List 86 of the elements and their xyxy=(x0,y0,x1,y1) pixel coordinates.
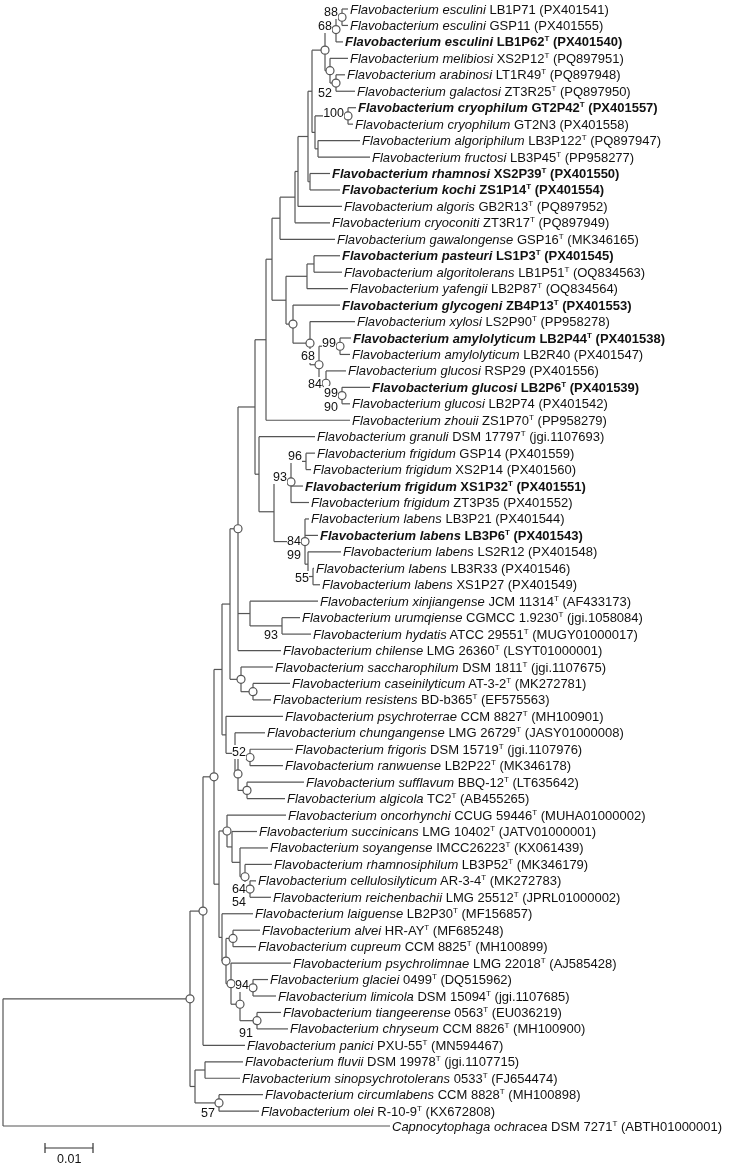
bootstrap-value: 99 xyxy=(324,385,338,400)
taxon-label: Flavobacterium xylosi LS2P90$^{T}$ (PP958278) xyxy=(357,314,610,330)
taxon-label: Flavobacterium algoriphilum LB3P122$^{T}$ (PQ897947) xyxy=(362,133,661,149)
taxon-label: Flavobacterium gawalongense GSP16$^{T}$ (MK346165) xyxy=(337,231,639,247)
taxon-label: Flavobacterium yafengii LB2P87$^{T}$ (OQ834564) xyxy=(350,281,618,297)
taxon-label: Flavobacterium labens LB3R33 (PX401546) xyxy=(316,560,571,576)
scale-label: 0.01 xyxy=(57,1152,82,1166)
taxon-label: Flavobacterium cryophilum GT2P42$^{T}$ (PX401557) xyxy=(358,100,658,116)
taxon-label: Flavobacterium chungangense LMG 26729$^{T}$ (JASY01000008) xyxy=(267,725,624,741)
taxon-label: Flavobacterium kochi ZS1P14$^{T}$ (PX401554) xyxy=(342,182,605,198)
taxon-label: Flavobacterium oncorhynchi CCUG 59446$^{T}$ (MUHA01000002) xyxy=(288,807,646,823)
bootstrap-value: 94 xyxy=(235,977,249,992)
taxon-label: Flavobacterium frigoris DSM 15719$^{T}$ (jgi.1107976) xyxy=(295,741,583,757)
taxon-label: Capnocytophaga ochracea DSM 7271$^{T}$ (ABTH01000001) xyxy=(392,1118,723,1134)
taxon-label: Flavobacterium zhouii ZS1P70$^{T}$ (PP958279) xyxy=(352,412,607,428)
taxon-label: Flavobacterium algicola TC2$^{T}$ (AB455265) xyxy=(287,791,530,807)
taxon-label: Flavobacterium hydatis ATCC 29551$^{T}$ (MUGY01000017) xyxy=(313,626,638,642)
bootstrap-value: 93 xyxy=(273,469,287,484)
bootstrap-value: 52 xyxy=(232,745,246,760)
bootstrap-value: 57 xyxy=(201,1105,215,1120)
taxon-label: Flavobacterium labens LS2R12 (PX401548) xyxy=(343,544,598,560)
bootstrap-value: 68 xyxy=(318,18,332,33)
taxon-label: Flavobacterium cupreum CCM 8825$^{T}$ (MH100899) xyxy=(258,939,548,955)
taxon-label: Flavobacterium glaciei 0499$^{T}$ (DQ515962) xyxy=(270,972,512,988)
taxon-label: Flavobacterium frigidum GSP14 (PX401559) xyxy=(317,445,575,461)
bootstrap-value: 93 xyxy=(264,627,278,642)
taxon-label: Flavobacterium alvei HR-AY$^{T}$ (MF685248) xyxy=(262,922,504,938)
taxon-label: Flavobacterium glucosi RSP29 (PX401556) xyxy=(348,363,599,379)
bootstrap-value: 68 xyxy=(301,348,315,363)
taxon-label: Flavobacterium frigidum XS2P14 (PX401560) xyxy=(313,462,577,478)
bootstrap-value: 91 xyxy=(239,1025,253,1040)
taxon-label: Flavobacterium algoritolerans LB1P51$^{T}$ (OQ834563) xyxy=(344,264,646,280)
taxon-label: Flavobacterium amylolyticum LB2P44$^{T}$ (PX401538) xyxy=(353,330,665,346)
taxon-label: Flavobacterium caseinilyticum AT-3-2$^{T}$ (MK272781) xyxy=(292,675,587,691)
taxon-label: Flavobacterium succinicans LMG 10402$^{T}$ (JATV01000001) xyxy=(259,824,597,839)
bootstrap-value: 96 xyxy=(288,449,302,464)
taxon-label: Flavobacterium galactosi ZT3R25$^{T}$ (PQ897950) xyxy=(357,83,631,99)
taxon-label: Flavobacterium laiguense LB2P30$^{T}$ (MF156857) xyxy=(255,906,533,922)
taxon-label: Flavobacterium melibiosi XS2P12$^{T}$ (PQ897951) xyxy=(350,50,624,66)
taxon-label: Flavobacterium sufflavum BBQ-12$^{T}$ (LT635642) xyxy=(306,774,579,790)
taxon-label: Flavobacterium granuli DSM 17797$^{T}$ (jgi.1107693) xyxy=(317,429,605,445)
taxon-label: Flavobacterium cellulosilyticum AR-3-4$^{T}$ (MK272783) xyxy=(258,873,562,889)
taxon-label: Flavobacterium glucosi LB2P74 (PX401542) xyxy=(352,396,608,412)
taxon-label: Flavobacterium rhamnosi XS2P39$^{T}$ (PX401550) xyxy=(332,166,620,181)
taxon-label: Flavobacterium frigidum ZT3P35 (PX401552) xyxy=(311,495,573,510)
taxon-label: Flavobacterium urumqiense CGMCC 1.9230$^{T}$ (jgi.1058084) xyxy=(302,610,643,626)
taxon-label: Flavobacterium saccharophilum DSM 1811$^{T}$ (jgi.1107675) xyxy=(275,659,607,675)
taxon-label: Flavobacterium psychroterrae CCM 8827$^{T}$ (MH100901) xyxy=(285,708,604,724)
taxon-label: Flavobacterium fluvii DSM 19978$^{T}$ (jgi.1107715) xyxy=(245,1054,520,1070)
taxon-label: Flavobacterium soyangense IMCC26223$^{T}$ (KX061439) xyxy=(270,840,584,856)
taxon-label: Flavobacterium labens LB3P21 (PX401544) xyxy=(311,511,565,527)
taxon-label: Flavobacterium ranwuense LB2P22$^{T}$ (MK346178) xyxy=(285,758,571,774)
taxon-label: Flavobacterium olei R-10-9$^{T}$ (KX672808) xyxy=(261,1103,495,1119)
bootstrap-value: 52 xyxy=(318,86,332,100)
bootstrap-value: 55 xyxy=(295,570,309,585)
bootstrap-value: 88 xyxy=(324,5,338,20)
taxon-label: Flavobacterium cryophilum GT2N3 (PX401558) xyxy=(355,116,629,132)
taxon-label: Flavobacterium arabinosi LT1R49$^{T}$ (PQ897948) xyxy=(347,67,621,83)
taxon-label: Flavobacterium psychrolimnae LMG 22018$^{T}$ (AJ585428) xyxy=(293,955,617,971)
taxon-label: Flavobacterium glycogeni ZB4P13$^{T}$ (PX401553) xyxy=(342,297,632,313)
taxon-label: Flavobacterium tiangeerense 0563$^{T}$ (EU036219) xyxy=(283,1004,562,1020)
taxon-label: Flavobacterium frigidum XS1P32$^{T}$ (PX401551) xyxy=(305,478,586,494)
bootstrap-value: 99 xyxy=(322,336,336,351)
taxon-label: Flavobacterium sinopsychrotolerans 0533$^{T}$ (FJ654474) xyxy=(242,1070,558,1086)
bootstrap-value: 100 xyxy=(323,105,344,120)
taxon-label: Flavobacterium chilense LMG 26360$^{T}$ (LSYT01000001) xyxy=(283,643,603,659)
taxon-label: Flavobacterium esculini LB1P71 (PX401541) xyxy=(350,1,609,17)
taxon-label: Flavobacterium amylolyticum LB2R40 (PX401547) xyxy=(352,346,644,362)
taxon-label: Flavobacterium algoris GB2R13$^{T}$ (PQ897952) xyxy=(344,198,608,214)
taxon-label: Flavobacterium panici PXU-55$^{T}$ (MN594467) xyxy=(247,1037,504,1053)
taxon-label: Flavobacterium esculini GSP11 (PX401555) xyxy=(350,17,604,33)
taxon-label: Flavobacterium rhamnosiphilum LB3P52$^{T}$ (MK346179) xyxy=(274,856,589,872)
taxon-label: Flavobacterium esculini LB1P62$^{T}$ (PX401540) xyxy=(345,34,623,50)
taxon-label: Flavobacterium pasteuri LS1P3$^{T}$ (PX401545) xyxy=(342,248,614,264)
taxon-label: Flavobacterium labens LB3P6$^{T}$ (PX401543) xyxy=(320,527,583,543)
taxon-label: Flavobacterium fructosi LB3P45$^{T}$ (PP958277) xyxy=(372,149,635,165)
taxon-label: Flavobacterium glucosi LB2P6$^{T}$ (PX401539) xyxy=(372,379,640,395)
taxon-label: Flavobacterium reichenbachii LMG 25512$^{T}$ (JPRL01000002) xyxy=(273,889,621,905)
taxon-label: Flavobacterium resistens BD-b365$^{T}$ (EF575563) xyxy=(273,692,550,708)
taxon-label: Flavobacterium cryoconiti ZT3R17$^{T}$ (PQ897949) xyxy=(332,215,610,231)
bootstrap-value: 84 xyxy=(287,533,301,548)
taxon-label: Flavobacterium xinjiangense JCM 11314$^{T}$ (AF433173) xyxy=(320,593,632,609)
taxon-label: Flavobacterium circumlabens CCM 8828$^{T}$ (MH100898) xyxy=(265,1087,581,1103)
taxon-label: Flavobacterium chryseum CCM 8826$^{T}$ (MH100900) xyxy=(290,1021,586,1037)
taxon-label: Flavobacterium labens XS1P27 (PX401549) xyxy=(322,577,578,593)
taxon-label: Flavobacterium limicola DSM 15094$^{T}$ (jgi.1107685) xyxy=(278,988,570,1004)
